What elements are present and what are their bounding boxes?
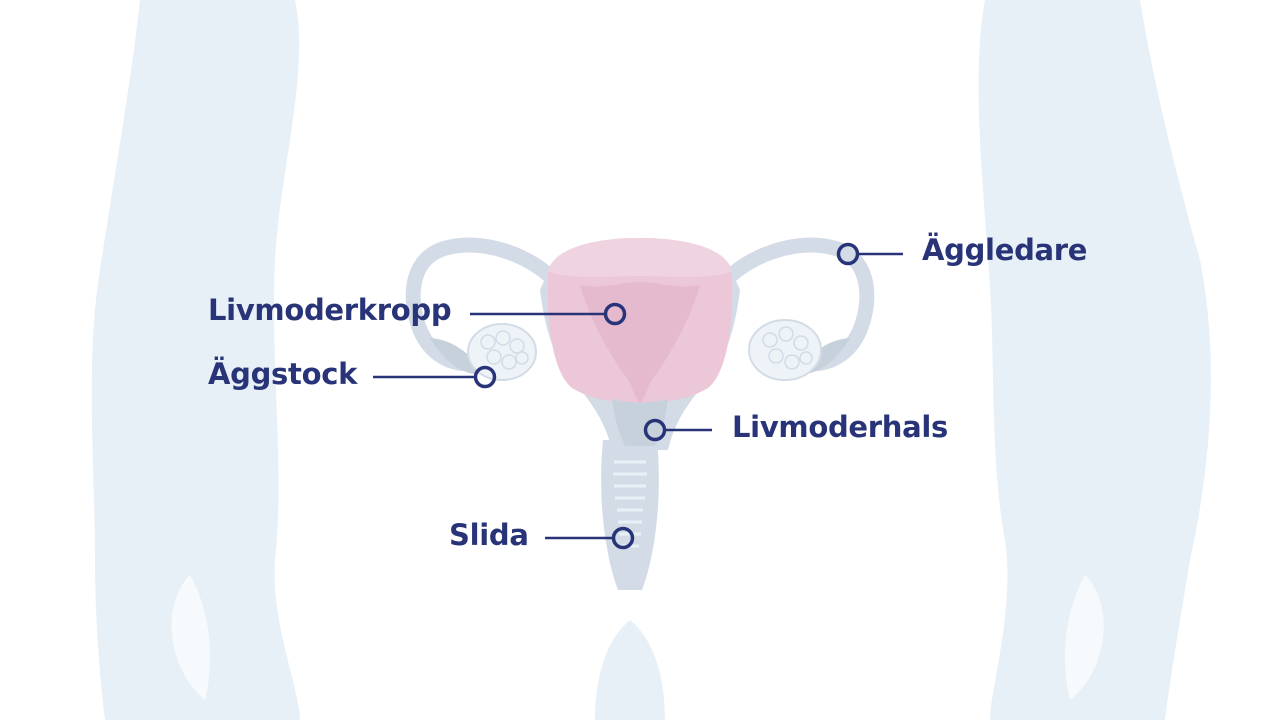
cervix [612,398,668,446]
pointer-ovary [373,365,497,389]
pointer-uterus-body [470,302,627,326]
label-ovary: Äggstock [208,357,358,391]
pointer-fallopian-tube [836,242,903,266]
right-hand [1065,575,1104,700]
label-uterus-body: Livmoderkropp [208,293,452,327]
label-fallopian-tube: Äggledare [922,233,1088,267]
uterus-fundus [548,238,732,277]
left-hand [171,575,210,700]
pointer-vagina [545,526,635,550]
right-fallopian-tube [720,237,875,372]
uterine-cavity [580,282,700,404]
label-cervix: Livmoderhals [732,410,949,444]
vagina [601,440,659,590]
left-fallopian-tube [405,237,560,372]
right-ovary [748,319,822,381]
pointer-cervix [643,418,712,442]
label-vagina: Slida [449,518,529,552]
